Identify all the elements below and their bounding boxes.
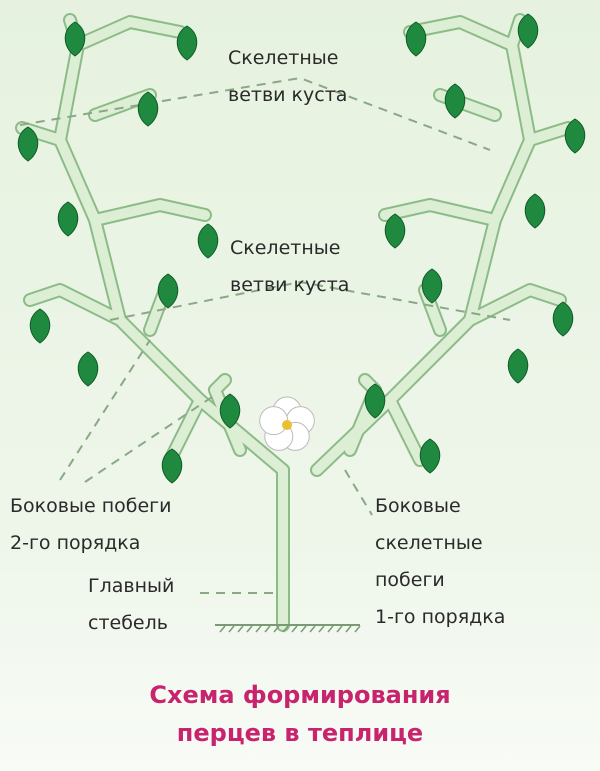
leaf-icon <box>524 193 546 229</box>
branch <box>385 395 425 465</box>
leaf-icon <box>405 21 427 57</box>
ground-hatch <box>336 625 343 633</box>
branch <box>405 17 517 50</box>
ground-hatch <box>237 625 244 633</box>
ground-hatch <box>345 625 352 633</box>
leaf-icon <box>57 201 79 237</box>
ground-hatch <box>273 625 280 633</box>
label-main-stem: Главный стебель <box>88 568 174 642</box>
label-side-shoots-2nd: Боковые побеги 2-го порядка <box>10 488 171 562</box>
ground-hatch <box>246 625 253 633</box>
title-line: Схема формирования <box>149 681 451 709</box>
ground-hatch <box>255 625 262 633</box>
branch <box>73 17 185 50</box>
label-line: Скелетные <box>230 237 341 259</box>
leader-line <box>19 76 491 151</box>
label-line: побеги <box>375 569 445 591</box>
branch <box>380 200 500 225</box>
diagram-title: Схема формирования перцев в теплице <box>0 676 600 752</box>
ground-hatch <box>228 625 235 633</box>
leaf-icon <box>197 223 219 259</box>
leaf-icon <box>419 438 441 474</box>
branch <box>17 123 125 325</box>
ground-hatch <box>327 625 334 633</box>
flower-center <box>282 420 292 430</box>
ground-hatch <box>300 625 307 633</box>
leaf-icon <box>137 91 159 127</box>
ground-hatch <box>318 625 325 633</box>
ground-hatch <box>309 625 316 633</box>
title-line: перцев в теплице <box>176 719 424 747</box>
leaf-icon <box>564 118 586 154</box>
leaf-icon <box>157 273 179 309</box>
ground-hatch <box>282 625 289 633</box>
leaf-icon <box>29 308 51 344</box>
ground-hatch <box>354 625 361 633</box>
leaf-icon <box>64 21 86 57</box>
label-line: 2-го порядка <box>10 532 141 554</box>
label-line: Главный <box>88 575 175 597</box>
leaf-icon <box>364 383 386 419</box>
leaf-icon <box>552 301 574 337</box>
ground-hatch <box>264 625 271 633</box>
label-line: ветви куста <box>230 274 350 296</box>
leaf-icon <box>384 213 406 249</box>
label-line: 1-го порядка <box>375 606 506 628</box>
branch <box>90 200 210 225</box>
leader-line <box>59 339 151 481</box>
label-line: ветви куста <box>228 84 348 106</box>
leaf-icon <box>507 348 529 384</box>
label-line: стебель <box>88 612 168 634</box>
label-line: скелетные <box>375 532 483 554</box>
branch <box>210 375 245 455</box>
leader-line <box>109 280 511 321</box>
ground-hatch <box>291 625 298 633</box>
label-line: Скелетные <box>228 47 339 69</box>
branch <box>465 123 573 325</box>
label-skeletal-top: Скелетные ветви куста <box>228 40 347 114</box>
leaf-icon <box>444 83 466 119</box>
flower-petal <box>259 406 289 436</box>
leaf-icon <box>421 268 443 304</box>
label-line: Боковые <box>375 495 461 517</box>
leaf-icon <box>517 13 539 49</box>
ground-hatch <box>219 625 226 633</box>
leaf-icon <box>219 393 241 429</box>
label-side-skeletal-1st: Боковые скелетные побеги 1-го порядка <box>375 488 505 636</box>
leaf-icon <box>77 351 99 387</box>
leaf-icon <box>161 448 183 484</box>
leader-line <box>84 394 216 483</box>
leader-line <box>344 469 373 516</box>
label-line: Боковые побеги <box>10 495 172 517</box>
leaf-icon <box>17 126 39 162</box>
branch <box>165 395 205 465</box>
label-skeletal-mid: Скелетные ветви куста <box>230 230 349 304</box>
leaf-icon <box>176 25 198 61</box>
